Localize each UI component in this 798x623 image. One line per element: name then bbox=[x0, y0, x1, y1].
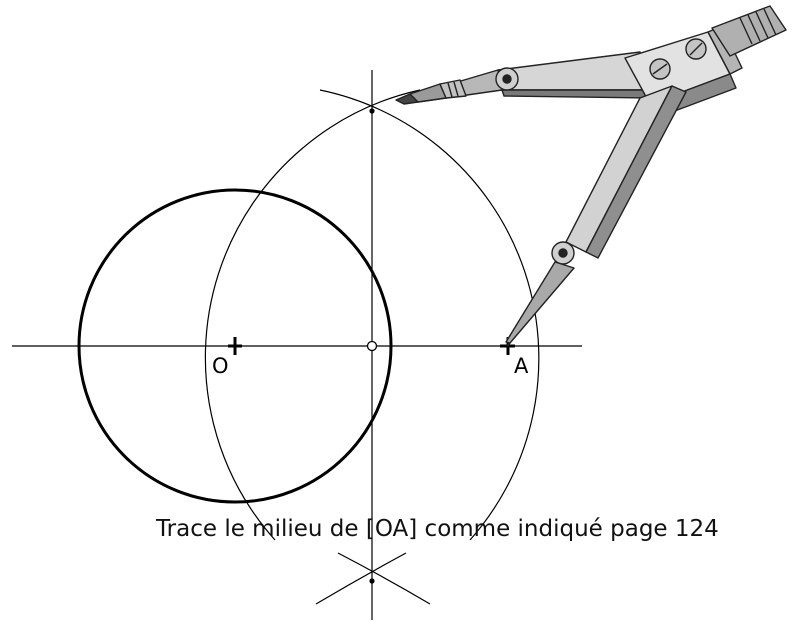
tick-o bbox=[228, 337, 242, 355]
instruction-caption: Trace le milieu de [OA] comme indiqué pa… bbox=[155, 516, 719, 542]
lower-arc-left bbox=[315, 552, 407, 605]
arc-from-o bbox=[319, 89, 540, 541]
lower-arc-right bbox=[337, 552, 431, 605]
point-label-o: O bbox=[212, 354, 229, 378]
circle-center-o bbox=[77, 188, 393, 504]
arc-from-a bbox=[204, 89, 421, 541]
point-label-a: A bbox=[514, 354, 529, 378]
compass-icon bbox=[395, 5, 787, 347]
bottom-intersection-dot bbox=[369, 578, 375, 584]
top-intersection-dot bbox=[369, 108, 375, 114]
midpoint-marker bbox=[366, 340, 378, 352]
